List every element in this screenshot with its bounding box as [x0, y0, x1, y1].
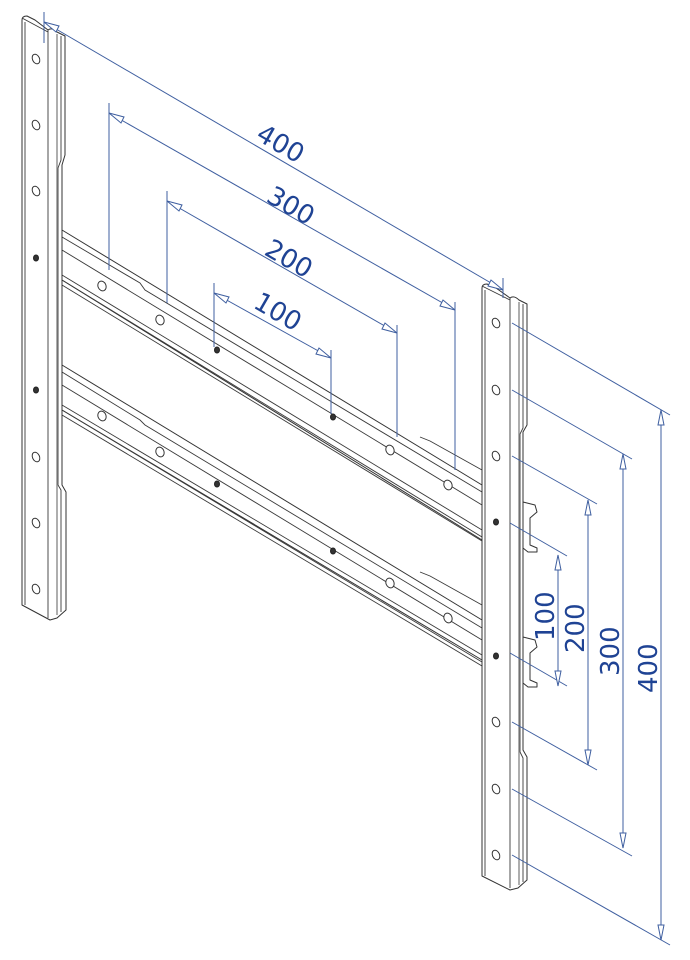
upper-crossbar — [61, 229, 483, 542]
dim-label-h-300: 300 — [261, 181, 319, 232]
dim-label-v-100: 100 — [531, 591, 561, 641]
left-rail-holes — [31, 53, 41, 595]
upper-crossbar-holes — [97, 280, 453, 491]
dim-label-v-300: 300 — [596, 626, 626, 676]
lower-crossbar — [61, 364, 483, 667]
lower-crossbar-holes — [97, 410, 453, 624]
left-rail — [21, 15, 67, 621]
dimension-vertical-400 — [657, 409, 665, 941]
right-rail-tabs — [522, 501, 538, 688]
dimension-horizontal-400 — [43, 12, 504, 298]
dimension-horizontal-200 — [166, 191, 398, 437]
right-rail — [481, 283, 528, 891]
dim-label-h-100: 100 — [248, 287, 306, 338]
dimension-horizontal-300 — [108, 103, 456, 470]
dimension-vertical-300 — [619, 453, 627, 849]
dim-label-h-400: 400 — [251, 119, 309, 170]
dim-label-h-200: 200 — [259, 234, 317, 285]
dimension-vertical-200 — [584, 499, 592, 766]
dimension-horizontal-100 — [213, 283, 332, 414]
dim-label-v-200: 200 — [561, 603, 591, 653]
dimension-vertical-100 — [554, 554, 562, 687]
right-rail-holes — [491, 317, 501, 861]
dim-label-v-400: 400 — [634, 643, 664, 693]
